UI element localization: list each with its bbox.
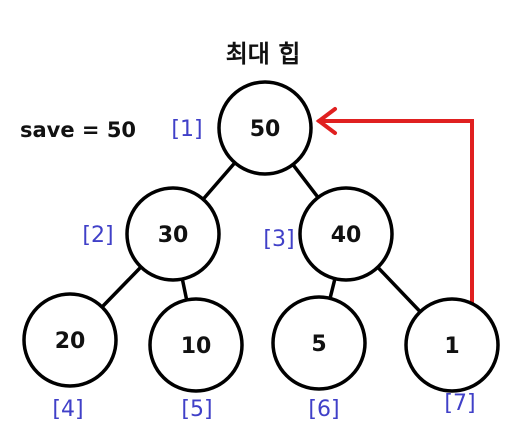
node-index-label: [7] (444, 391, 475, 416)
node-circle (22, 292, 118, 388)
heap-node: 50 (217, 80, 313, 176)
heap-node: 1 (404, 297, 500, 393)
tree-edge (328, 276, 337, 301)
node-circle (404, 297, 500, 393)
heap-nodes: 50 30 40 20 10 5 1 (22, 80, 500, 393)
heap-node: 40 (298, 186, 394, 282)
node-circle (271, 295, 367, 391)
heap-index-labels: [1] [2] [3] [4] [5] [6] [7] (52, 117, 475, 422)
diagram-title: 최대 힙 (226, 40, 301, 68)
save-variable-label: save = 50 (20, 118, 136, 142)
heap-node: 30 (125, 186, 221, 282)
tree-edge (376, 265, 422, 314)
tree-edge (201, 160, 237, 202)
node-value: 30 (158, 223, 189, 248)
node-index-label: [6] (308, 397, 339, 422)
node-index-label: [1] (171, 117, 202, 142)
node-index-label: [2] (82, 223, 113, 248)
node-index-label: [4] (52, 397, 83, 422)
node-circle (148, 297, 244, 393)
arrow-head-icon (315, 107, 337, 135)
move-last-to-root-arrow (317, 119, 474, 307)
node-value: 1 (444, 334, 459, 359)
tree-edge (180, 277, 189, 302)
node-index-label: [5] (181, 397, 212, 422)
node-value: 40 (331, 223, 362, 248)
node-value: 5 (311, 332, 326, 357)
tree-edge (291, 162, 320, 200)
heap-node: 5 (271, 295, 367, 391)
node-circle (217, 80, 313, 176)
heap-node: 20 (22, 292, 118, 388)
node-circle (125, 186, 221, 282)
node-value: 10 (181, 334, 212, 359)
node-circle (298, 186, 394, 282)
node-value: 50 (250, 117, 281, 142)
node-index-label: [3] (263, 227, 294, 252)
tree-edge (100, 265, 143, 309)
heap-edges (100, 160, 422, 314)
node-value: 20 (55, 329, 86, 354)
heap-node: 10 (148, 297, 244, 393)
